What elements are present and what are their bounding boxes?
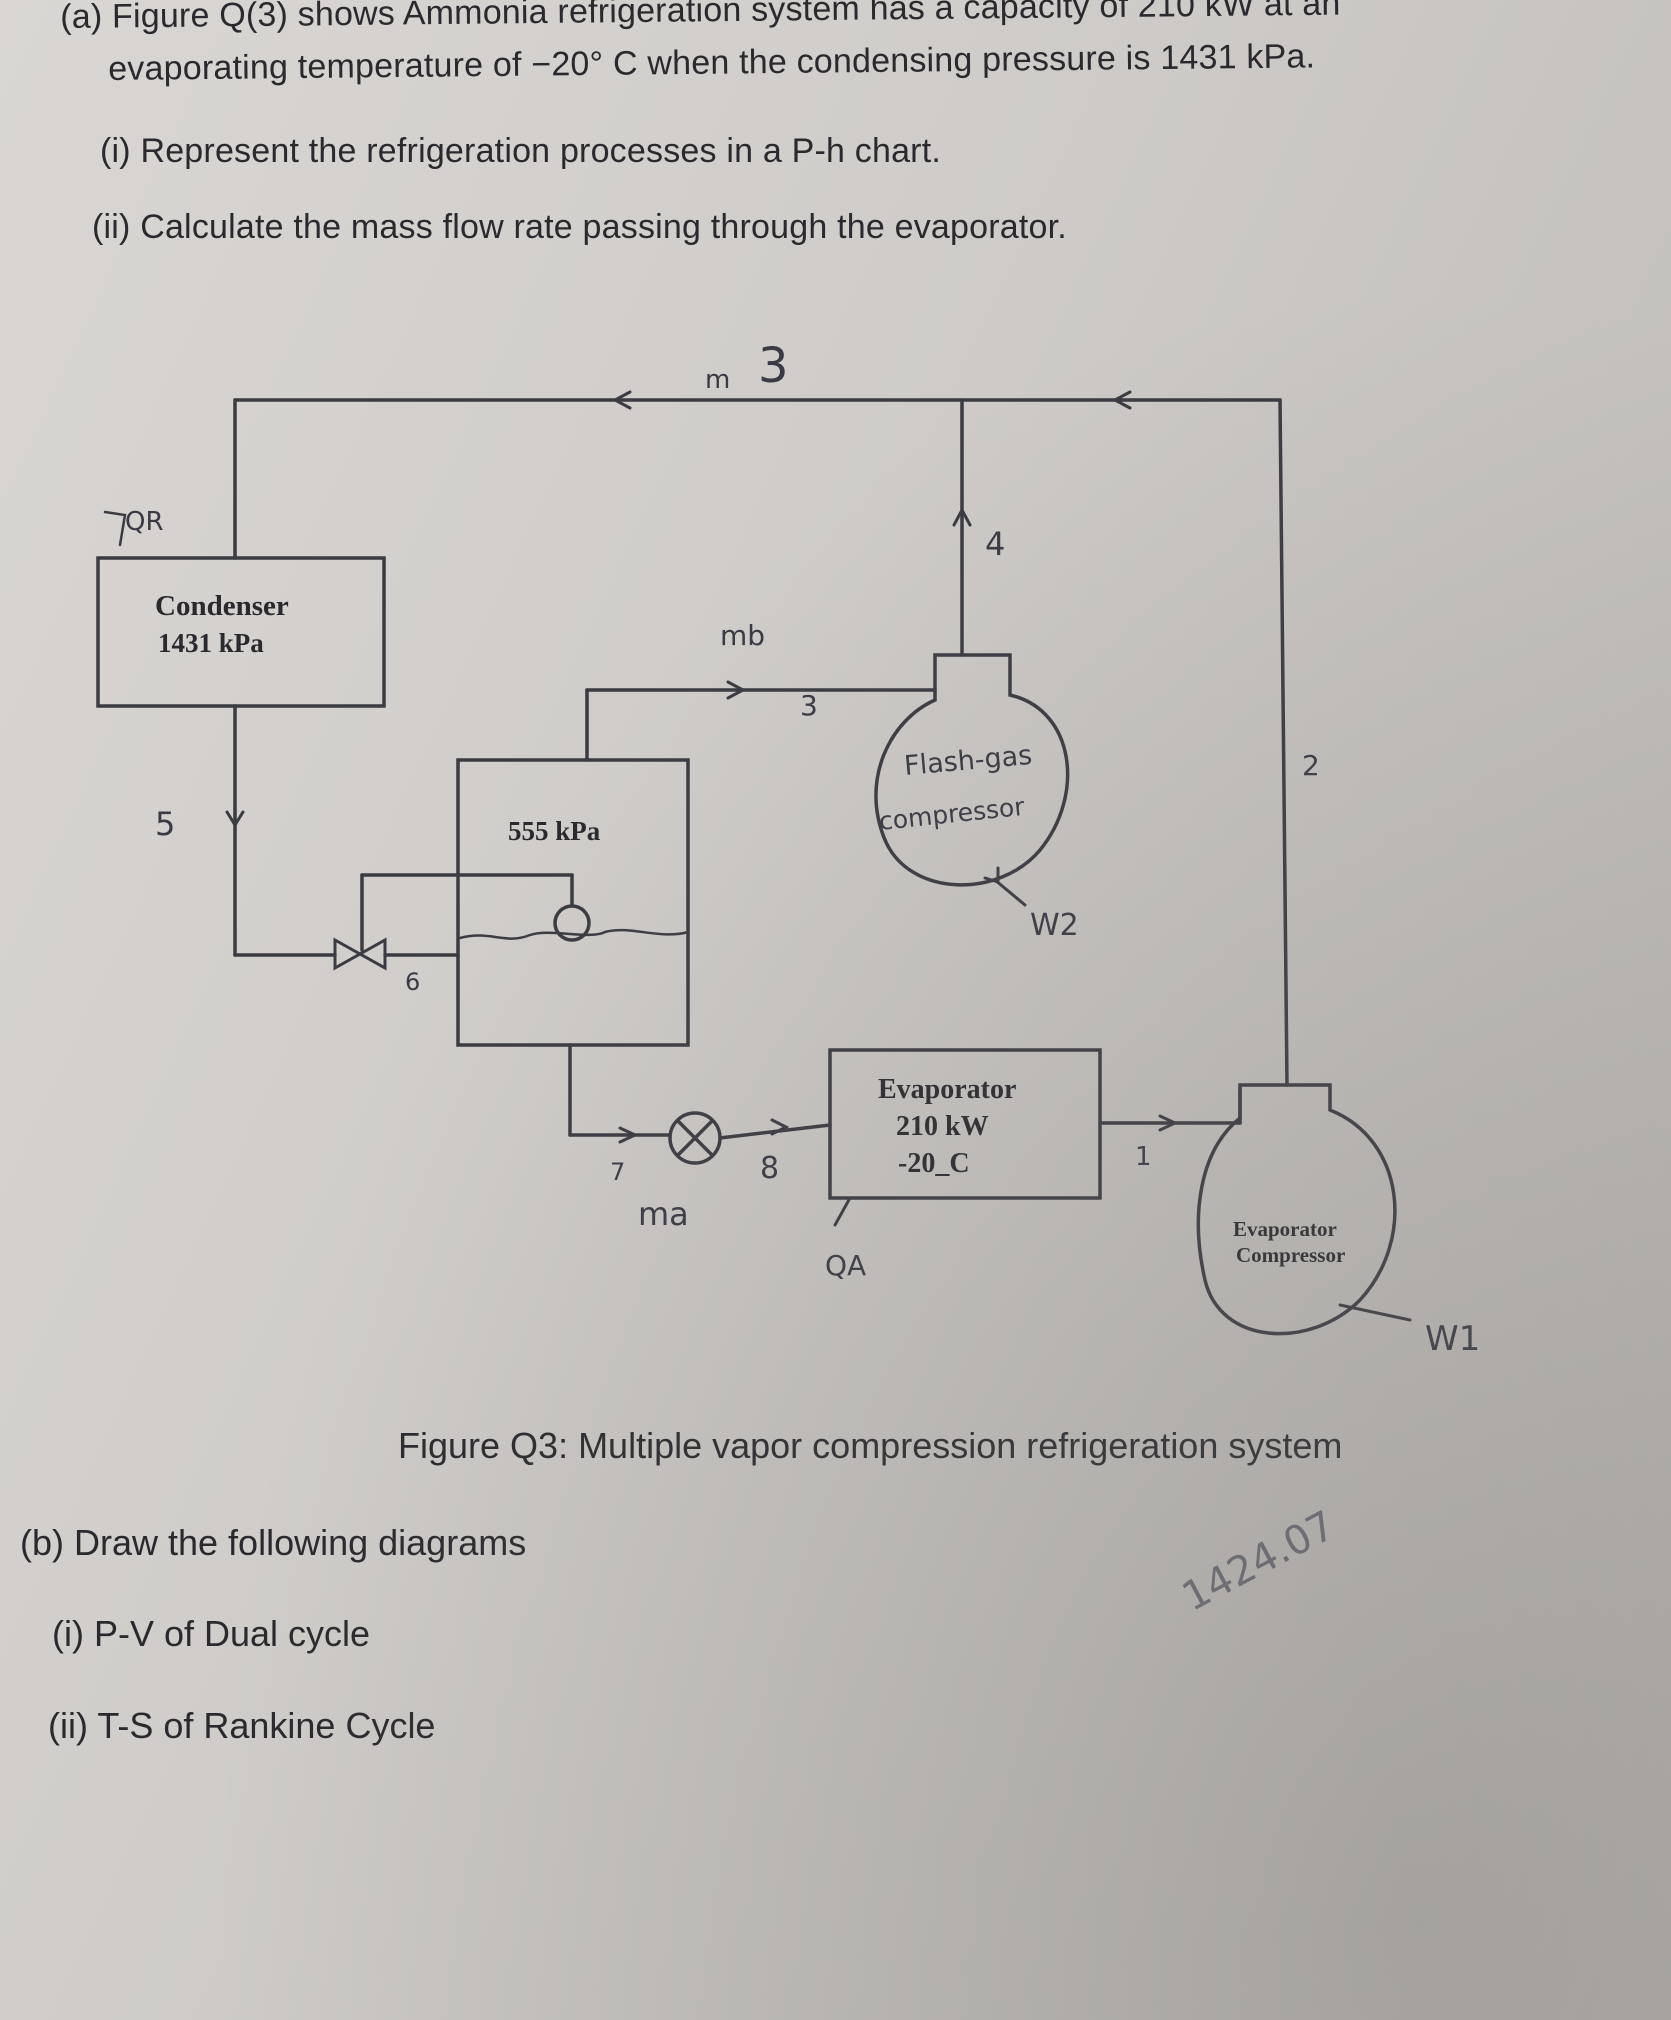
qr-label: QR: [125, 507, 164, 537]
state-1-label: 1: [1135, 1142, 1152, 1172]
flash-chamber-box: [456, 758, 690, 1047]
w1-label: W1: [1425, 1319, 1480, 1359]
figure-caption: Figure Q3: Multiple vapor compression re…: [398, 1425, 1343, 1466]
ma-label: ma: [638, 1195, 689, 1233]
evaporator-capacity: 210 kW: [896, 1111, 989, 1142]
refrigeration-system-diagram: Condenser 1431 kPa 555 kPa Evaporator 21…: [96, 338, 1480, 1359]
w1-shaft: [1338, 1303, 1412, 1322]
state-8-label: 8: [760, 1151, 779, 1186]
arrow-qr: [103, 510, 127, 547]
question-b-title: (b) Draw the following diagrams: [20, 1522, 527, 1563]
state-2-label: 2: [1302, 749, 1320, 782]
arrow-top-left: [611, 390, 632, 410]
state-7-label: 7: [610, 1158, 625, 1186]
evap-compressor-label-1: Evaporator: [1233, 1217, 1337, 1241]
arrow-state-8: [770, 1118, 790, 1136]
qa-label: QA: [825, 1249, 866, 1282]
condenser-box: [96, 556, 386, 708]
flash-gas-compressor-body: [874, 653, 1070, 887]
evaporator-compressor-body: [1196, 1083, 1397, 1336]
question-a-sub-i: (i) Represent the refrigeration processe…: [100, 132, 941, 170]
liquid-level: [458, 928, 690, 940]
arrow-state-3: [726, 680, 747, 700]
pipe-state-2: [1278, 398, 1289, 1087]
arrow-top-right: [1111, 390, 1132, 410]
state-5-label: 5: [155, 805, 175, 843]
w2-shaft: [993, 878, 1027, 907]
state-4-label: 4: [985, 525, 1005, 563]
evap-compressor-label-2: Compressor: [1236, 1243, 1345, 1267]
m3-label: 3: [758, 338, 789, 394]
margin-note: 1424.07: [1175, 1502, 1343, 1621]
flash-gas-label-1: Flash-gas: [903, 740, 1033, 782]
arrow-state-1: [1158, 1114, 1179, 1132]
qa-line: [833, 1196, 852, 1227]
question-b-sub-i: (i) P-V of Dual cycle: [52, 1613, 371, 1654]
state-3-label: 3: [800, 689, 818, 722]
mb-label: mb: [720, 619, 765, 652]
flash-gas-label-2: compressor: [878, 792, 1027, 836]
expansion-valve-1: [333, 937, 387, 971]
question-a-sub-ii: (ii) Calculate the mass flow rate passin…: [92, 208, 1067, 246]
condenser-pressure: 1431 kPa: [158, 628, 264, 658]
float-ball: [553, 904, 591, 942]
state-6-label: 6: [405, 968, 420, 996]
m-label: m: [705, 365, 730, 395]
arrow-w2: [983, 866, 1000, 885]
arrow-state-7: [618, 1126, 639, 1144]
condenser-label: Condenser: [155, 590, 289, 622]
arrow-state-4: [952, 506, 972, 527]
question-b-sub-ii: (ii) T-S of Rankine Cycle: [48, 1705, 436, 1746]
w2-label: W2: [1030, 908, 1079, 943]
evaporator-temp: -20_C: [898, 1148, 970, 1179]
evaporator-label: Evaporator: [878, 1074, 1016, 1105]
arrow-state-5: [225, 810, 245, 828]
flash-chamber-pressure: 555 kPa: [508, 816, 601, 846]
